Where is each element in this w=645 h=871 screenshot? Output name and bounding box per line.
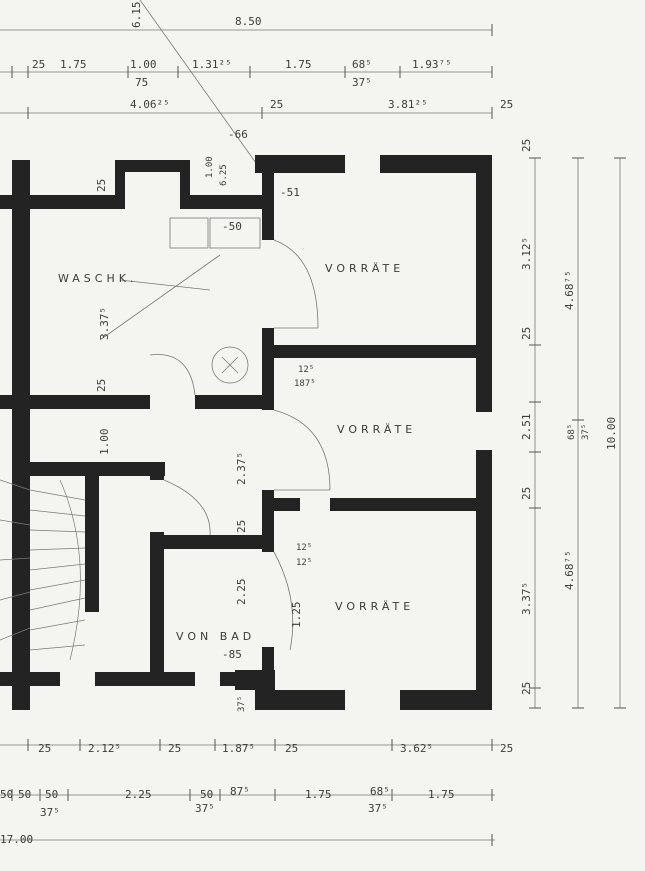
dim-bottom2-8: 1.75 <box>428 788 455 801</box>
dim-top-row-4: 1.75 <box>285 58 312 71</box>
dim-bottom2-1: 50 <box>18 788 31 801</box>
dim-bottom2-sub-2: 37⁵ <box>368 802 388 815</box>
dim-bottom2-2: 50 <box>45 788 58 801</box>
dim-mini-625: 6.25 <box>219 164 229 186</box>
dim-right2-1: 4.68⁷⁵ <box>563 550 576 590</box>
dim-row3-c: 3.81²⁵ <box>388 98 428 111</box>
dim-bottom1-2: 25 <box>168 742 181 755</box>
dim-top-row-5: 68⁵ <box>352 58 372 71</box>
dim-level-51: -51 <box>280 186 300 199</box>
dim-row3-a: 4.06²⁵ <box>130 98 170 111</box>
dim-mid-25: 25 <box>235 520 248 533</box>
dim-top-total: 8.50 <box>235 15 262 28</box>
dim-bottom2-sub-0: 37⁵ <box>40 806 60 819</box>
room-labels: WASCHK. VORRÄTE VORRÄTE VORRÄTE VON BAD <box>58 262 416 643</box>
dim-left-25a: 25 <box>95 179 108 192</box>
dim-right3: 10.00 <box>605 417 618 450</box>
door-swings <box>99 217 331 651</box>
dim-top-row-3: 1.31²⁵ <box>192 58 232 71</box>
dim-bottom1-5: 3.62⁵ <box>400 742 433 755</box>
dim-level-66: -66 <box>228 128 248 141</box>
dim-top-row-1: 1.75 <box>60 58 87 71</box>
dim-bottom1-1: 2.12⁵ <box>88 742 121 755</box>
dim-right2-0: 4.68⁷⁵ <box>563 270 576 310</box>
dim-door-125c: 12⁵ <box>296 558 312 568</box>
dim-top-row-sub-1: 37⁵ <box>352 76 372 89</box>
dimension-lines <box>0 0 626 846</box>
dim-top-row-0: 25 <box>32 58 45 71</box>
dim-right1-4: 25 <box>520 487 533 500</box>
dimension-text-interior: -66 -51 -50 1.00 6.25 3.37⁵ 25 25 1.00 2… <box>95 128 316 661</box>
dim-waschk-width: 3.37⁵ <box>98 307 111 340</box>
dim-bottom-375: 37⁵ <box>237 696 247 712</box>
dim-bad-level: -85 <box>222 648 242 661</box>
dim-row3-b: 25 <box>270 98 283 111</box>
dim-mid-237: 2.37⁵ <box>235 452 248 485</box>
dim-top-row-6: 1.93⁷⁵ <box>412 58 452 71</box>
dim-door-125a: 12⁵ <box>298 365 314 375</box>
dim-row3-d: 25 <box>500 98 513 111</box>
dim-right1-3: 2.51 <box>520 414 533 441</box>
dim-bottom2-5: 87⁵ <box>230 785 250 798</box>
dim-bottom1-6: 25 <box>500 742 513 755</box>
dim-mid-125: 1.25 <box>290 602 303 629</box>
room-label-vorrate-2: VORRÄTE <box>337 423 416 436</box>
dimension-text-top: 8.50 6.15 25 1.75 1.00 1.31²⁵ 1.75 68⁵ 1… <box>32 2 513 112</box>
dim-bottom-total: 17.00 <box>0 833 33 846</box>
dim-right1-6: 25 <box>520 682 533 695</box>
dim-bottom2-6: 1.75 <box>305 788 332 801</box>
dimension-text-right: 25 3.12⁵ 25 2.51 25 3.37⁵ 25 68⁵ 37⁵ 4.6… <box>520 139 618 695</box>
dim-right1-sub-a: 68⁵ <box>567 424 577 440</box>
dim-level-50: -50 <box>222 220 242 233</box>
dim-top-leader: 6.15 <box>130 2 143 29</box>
dim-mini-100: 1.00 <box>205 156 215 178</box>
dim-right1-2: 25 <box>520 327 533 340</box>
dim-right1-5: 3.37⁵ <box>520 582 533 615</box>
dim-bottom1-0: 25 <box>38 742 51 755</box>
dim-top-row-2: 1.00 <box>130 58 157 71</box>
dim-left-25b: 25 <box>95 379 108 392</box>
dim-bottom2-4: 50 <box>200 788 213 801</box>
room-label-waschk: WASCHK. <box>58 272 137 285</box>
dim-door-187: 187⁵ <box>294 379 316 389</box>
staircase <box>0 479 86 661</box>
dimension-text-bottom: 37⁵ 25 2.12⁵ 25 1.87⁵ 25 3.62⁵ 25 50 50 … <box>0 696 513 846</box>
dim-bottom2-3: 2.25 <box>125 788 152 801</box>
dim-bottom2-0: 50 <box>0 788 13 801</box>
walls <box>0 155 492 710</box>
dim-top-row-sub-0: 75 <box>135 76 148 89</box>
dim-bottom1-4: 25 <box>285 742 298 755</box>
room-label-vorrate-1: VORRÄTE <box>325 262 404 275</box>
room-label-vorrate-3: VORRÄTE <box>335 600 414 613</box>
dim-bottom2-7: 68⁵ <box>370 785 390 798</box>
dim-right1-1: 3.12⁵ <box>520 237 533 270</box>
dim-right1-sub-b: 37⁵ <box>581 424 591 440</box>
dim-right1-0: 25 <box>520 139 533 152</box>
dim-left-100: 1.00 <box>98 429 111 456</box>
dim-mid-225: 2.25 <box>235 579 248 606</box>
room-label-von-bad: VON BAD <box>176 630 255 643</box>
openings <box>60 155 492 710</box>
dim-door-125b: 12⁵ <box>296 543 312 553</box>
dim-bottom2-sub-1: 37⁵ <box>195 802 215 815</box>
dim-bottom1-3: 1.87⁵ <box>222 742 255 755</box>
